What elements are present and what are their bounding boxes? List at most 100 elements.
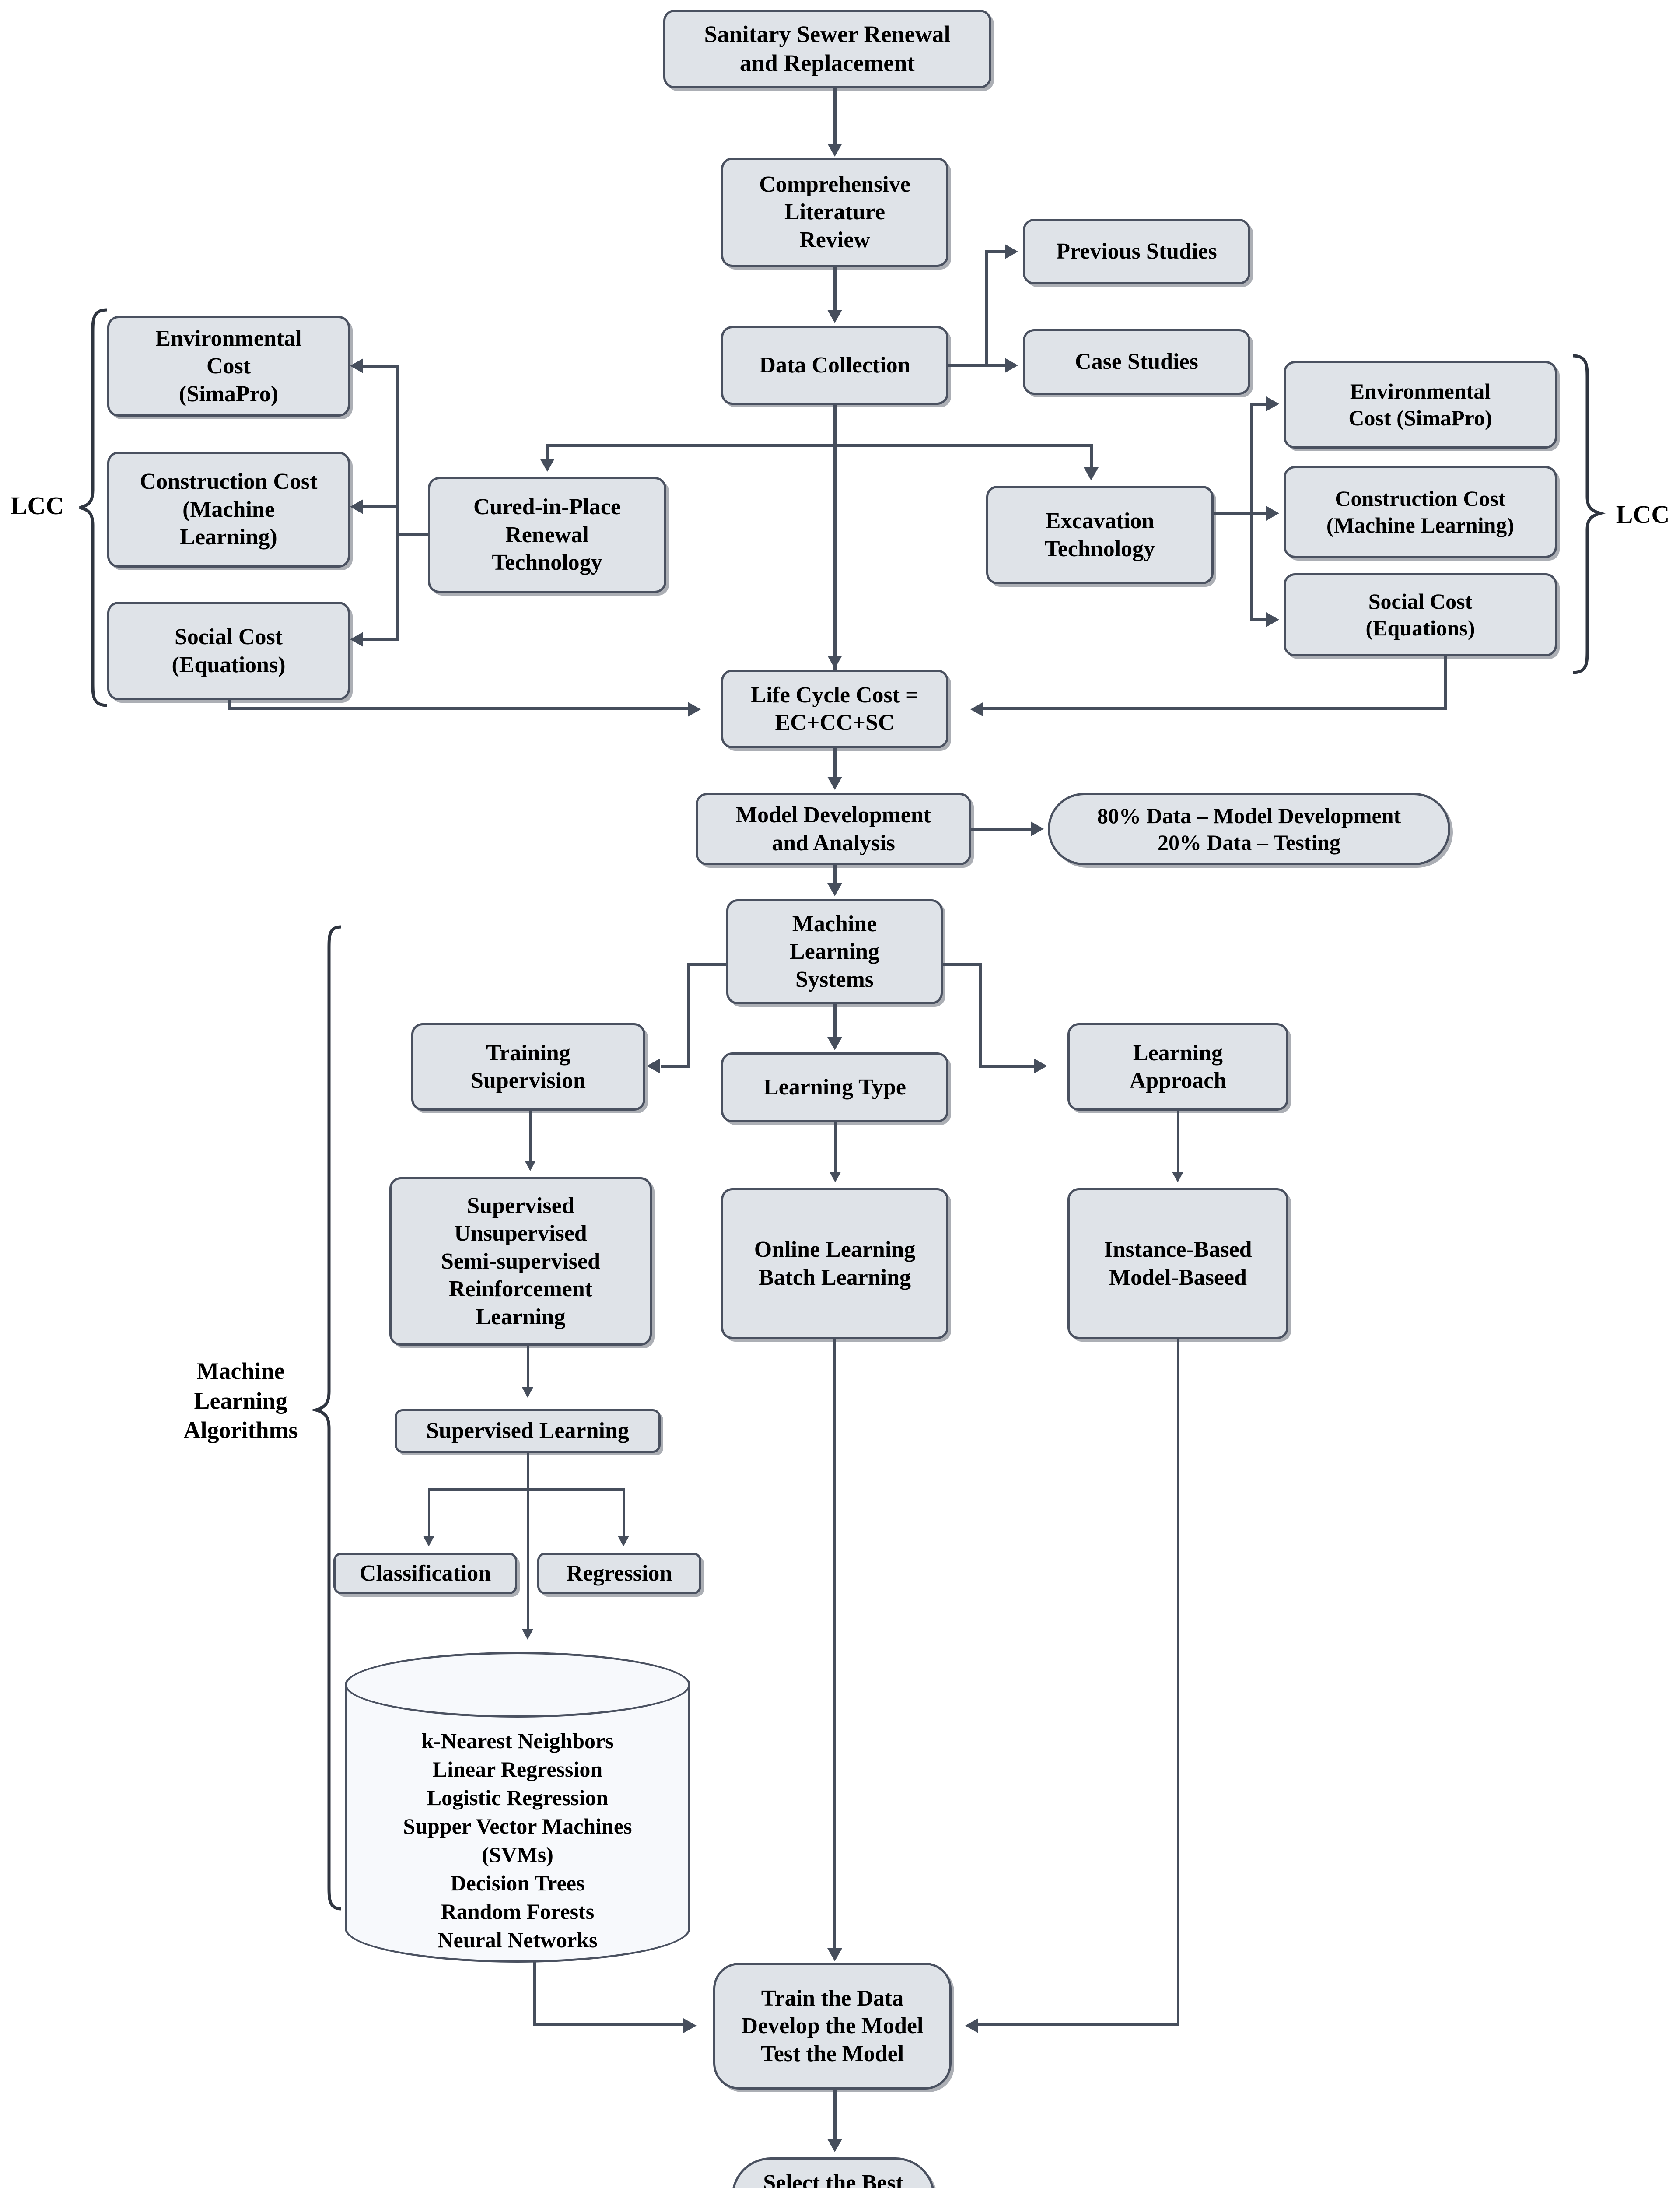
node-regression[interactable]: Regression <box>537 1553 701 1594</box>
arrowhead-supervised-to-algorithms <box>522 1629 533 1640</box>
edge-train-to-select <box>833 2090 836 2141</box>
arrowhead-kinds-to-supervised-learning <box>522 1387 533 1398</box>
arrowhead-ml-to-training-supervision <box>647 1059 660 1073</box>
cylinder-top-ellipse <box>345 1652 690 1718</box>
node-life-cycle-cost[interactable]: Life Cycle Cost = EC+CC+SC <box>721 670 948 748</box>
edge-to-cipp <box>546 444 549 459</box>
edge-excavation-to-right-constr <box>1250 512 1268 515</box>
node-right-social-cost[interactable]: Social Cost (Equations) <box>1284 573 1557 656</box>
node-learning-type-label: Learning Type <box>763 1075 906 1100</box>
node-supervision-kinds[interactable]: Supervised Unsupervised Semi-supervised … <box>389 1177 652 1346</box>
node-learning-approach[interactable]: Learning Approach <box>1068 1023 1288 1111</box>
edge-to-regression <box>623 1488 625 1538</box>
arrowhead-learning-approach-to-kinds <box>1172 1172 1183 1182</box>
edge-ml-right-drop <box>979 963 982 1068</box>
arrowhead-excavation-to-right-env <box>1266 396 1279 411</box>
node-data-split[interactable]: 80% Data – Model Development 20% Data – … <box>1048 793 1450 865</box>
edge-cipp-left-bus <box>396 365 399 638</box>
node-case-studies[interactable]: Case Studies <box>1023 329 1250 395</box>
lcc-right-text: LCC <box>1616 500 1670 529</box>
edge-tech-splitter <box>546 444 1093 447</box>
edge-learning-type-to-kinds <box>834 1122 836 1175</box>
node-cipp-technology[interactable]: Cured-in-Place Renewal Technology <box>428 477 666 593</box>
node-algorithms-label: k-Nearest Neighbors Linear Regression Lo… <box>403 1729 632 1952</box>
node-literature-review[interactable]: Comprehensive Literature Review <box>721 158 948 267</box>
node-training-supervision[interactable]: Training Supervision <box>411 1023 645 1111</box>
edge-data-collection-right-stub <box>948 364 1001 367</box>
arrowhead-model-dev-to-split <box>1031 821 1044 836</box>
edge-to-classification <box>428 1488 430 1538</box>
node-classification[interactable]: Classification <box>333 1553 517 1594</box>
node-learning-approach-kinds[interactable]: Instance-Based Model-Baseed <box>1068 1188 1288 1339</box>
node-learning-type-kinds[interactable]: Online Learning Batch Learning <box>721 1188 948 1339</box>
node-train-test-model-label: Train the Data Develop the Model Test th… <box>741 1985 924 2066</box>
arrowhead-to-classification <box>423 1536 434 1546</box>
arrowhead-left-group-to-lcc <box>688 702 701 717</box>
node-model-development[interactable]: Model Development and Analysis <box>696 793 971 865</box>
edge-supervised-learning-down <box>527 1453 529 1553</box>
brace-ml-algorithms <box>310 925 342 1911</box>
edge-to-case-studies <box>985 364 1007 367</box>
edge-right-group-down <box>1444 656 1447 710</box>
arrowhead-to-cipp <box>540 459 555 472</box>
node-select-best-model[interactable]: Select the Best Model <box>732 2157 935 2188</box>
node-algorithms-cylinder[interactable]: k-Nearest Neighbors Linear Regression Lo… <box>345 1652 690 1963</box>
arrowhead-learning-type-to-kinds <box>830 1172 841 1182</box>
node-learning-type[interactable]: Learning Type <box>721 1052 948 1122</box>
edge-left-group-down <box>228 700 231 710</box>
node-left-social-cost[interactable]: Social Cost (Equations) <box>107 602 350 700</box>
node-left-environmental-cost[interactable]: Environmental Cost (SimaPro) <box>107 316 350 417</box>
brace-label-lcc-right: LCC <box>1610 499 1676 531</box>
node-supervision-kinds-label: Supervised Unsupervised Semi-supervised … <box>441 1193 600 1329</box>
arrowhead-train-to-select <box>827 2139 842 2152</box>
node-right-environmental-cost[interactable]: Environmental Cost (SimaPro) <box>1284 361 1557 449</box>
arrowhead-approach-kinds-to-train <box>965 2018 978 2033</box>
arrowhead-algorithms-to-train <box>683 2018 696 2033</box>
arrowhead-to-excavation <box>1084 467 1099 480</box>
ml-algorithms-text: Machine Learning Algorithms <box>183 1358 298 1443</box>
edge-algorithms-to-train <box>533 2023 686 2026</box>
edge-to-excavation <box>1090 444 1093 468</box>
edge-approach-kinds-to-train <box>978 2023 1179 2026</box>
arrowhead-model-dev-to-ml-systems <box>827 883 842 896</box>
node-ml-systems[interactable]: Machine Learning Systems <box>726 899 943 1004</box>
edge-excavation-to-right-env <box>1250 403 1268 406</box>
node-data-collection[interactable]: Data Collection <box>721 326 948 405</box>
arrowhead-cipp-to-left-env <box>350 358 363 373</box>
node-training-supervision-label: Training Supervision <box>471 1040 586 1093</box>
edge-model-dev-to-ml-systems <box>833 865 836 885</box>
edge-ml-left-to-training <box>661 1065 689 1068</box>
edge-model-dev-to-split <box>971 828 1032 831</box>
arrowhead-cipp-to-left-social <box>350 632 363 647</box>
node-supervised-learning[interactable]: Supervised Learning <box>395 1409 661 1453</box>
node-data-split-label: 80% Data – Model Development 20% Data – … <box>1097 803 1401 855</box>
node-right-construction-cost-label: Construction Cost (Machine Learning) <box>1326 486 1515 537</box>
node-train-test-model[interactable]: Train the Data Develop the Model Test th… <box>713 1963 952 2090</box>
node-model-development-label: Model Development and Analysis <box>735 803 931 856</box>
arrowhead-ml-to-learning-approach <box>1034 1059 1047 1073</box>
node-classification-label: Classification <box>359 1560 491 1586</box>
node-previous-studies[interactable]: Previous Studies <box>1023 219 1250 284</box>
node-cipp-technology-label: Cured-in-Place Renewal Technology <box>473 494 621 575</box>
edge-supervised-to-algorithms <box>527 1553 529 1632</box>
node-excavation-technology[interactable]: Excavation Technology <box>986 486 1214 584</box>
arrowhead-training-to-kinds <box>525 1161 536 1171</box>
node-ml-systems-label: Machine Learning Systems <box>789 911 880 992</box>
node-start[interactable]: Sanitary Sewer Renewal and Replacement <box>663 10 991 88</box>
arrowhead-cipp-to-left-constr <box>350 499 363 514</box>
edge-literature-to-data-collection <box>833 267 836 311</box>
arrowhead-literature-to-data-collection <box>827 310 842 323</box>
edge-right-group-to-lcc <box>984 707 1447 710</box>
arrowhead-ml-to-learning-type <box>827 1037 842 1050</box>
node-right-construction-cost[interactable]: Construction Cost (Machine Learning) <box>1284 466 1557 558</box>
edge-data-collection-trunk <box>833 405 836 670</box>
node-left-construction-cost[interactable]: Construction Cost (Machine Learning) <box>107 452 350 568</box>
edge-cipp-left-stub <box>396 533 431 536</box>
edge-learning-type-kinds-to-train <box>833 1339 836 1952</box>
arrowhead-right-group-to-lcc <box>970 702 984 717</box>
edge-ml-left-stub <box>687 963 728 966</box>
edge-data-collection-right-riser <box>985 250 988 366</box>
node-right-environmental-cost-label: Environmental Cost (SimaPro) <box>1348 379 1492 430</box>
edge-classreg-splitter <box>428 1488 625 1491</box>
